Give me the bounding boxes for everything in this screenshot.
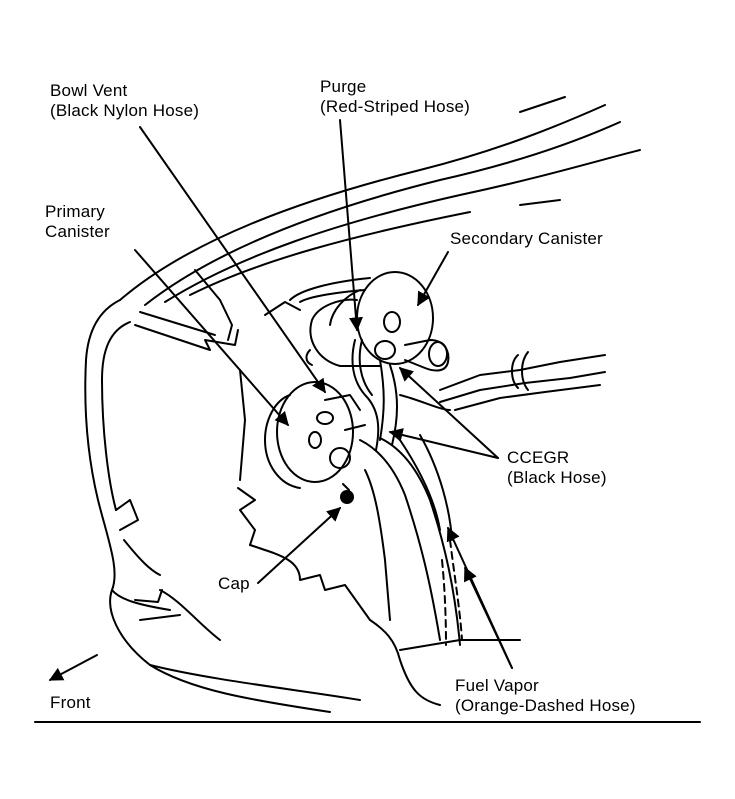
cap-part bbox=[340, 483, 354, 504]
hoses bbox=[351, 339, 606, 646]
label-fuel-vapor-line1: Fuel Vapor bbox=[455, 676, 539, 695]
label-fuel-vapor-line2: (Orange-Dashed Hose) bbox=[455, 696, 636, 715]
label-purge-line2: (Red-Striped Hose) bbox=[320, 97, 471, 116]
label-ccegr-line1: CCEGR bbox=[507, 448, 570, 467]
label-primary-canister-line1: Primary bbox=[45, 202, 105, 221]
label-bowl-vent-line2: (Black Nylon Hose) bbox=[50, 101, 200, 120]
fender-top-lines bbox=[119, 96, 641, 306]
primary-canister bbox=[264, 381, 366, 489]
label-secondary-canister: Secondary Canister bbox=[450, 229, 603, 249]
label-ccegr: CCEGR (Black Hose) bbox=[507, 448, 607, 488]
label-cap: Cap bbox=[218, 574, 250, 594]
label-purge-line1: Purge bbox=[320, 77, 367, 96]
secondary-canister bbox=[305, 271, 450, 372]
label-front: Front bbox=[50, 693, 91, 713]
label-fuel-vapor: Fuel Vapor (Orange-Dashed Hose) bbox=[455, 676, 636, 716]
label-cap-line1: Cap bbox=[218, 574, 250, 593]
leader-lines bbox=[48, 119, 513, 681]
label-ccegr-line2: (Black Hose) bbox=[507, 468, 607, 487]
inner-splash-panel bbox=[134, 269, 521, 706]
label-primary-canister-line2: Canister bbox=[45, 222, 110, 241]
label-secondary-canister-line1: Secondary Canister bbox=[450, 229, 603, 248]
label-primary-canister: Primary Canister bbox=[45, 202, 110, 242]
label-bowl-vent-line1: Bowl Vent bbox=[50, 81, 128, 100]
label-purge: Purge (Red-Striped Hose) bbox=[320, 77, 470, 117]
label-bowl-vent: Bowl Vent (Black Nylon Hose) bbox=[50, 81, 199, 121]
bumper-outline bbox=[84, 299, 361, 713]
label-front-line1: Front bbox=[50, 693, 91, 712]
